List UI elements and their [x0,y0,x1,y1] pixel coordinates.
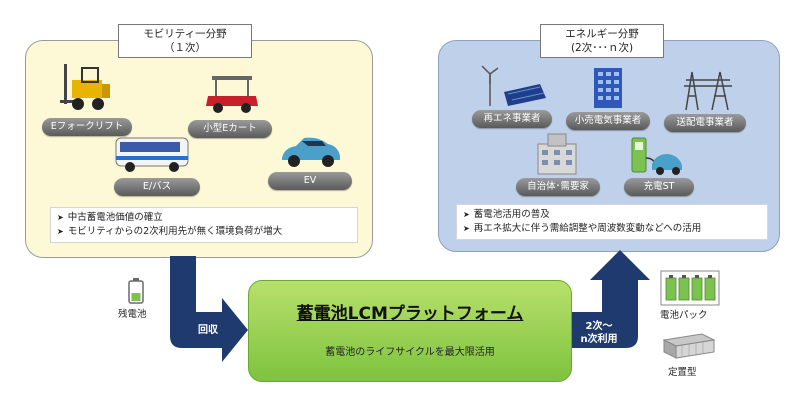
lcm-platform-box: 蓄電池LCMプラットフォーム 蓄電池のライフサイクルを最大限活用 [248,280,572,382]
item-municipality-consumer: 自治体･需要家 [516,178,600,196]
item-e-bus: E/バス [114,178,200,196]
platform-subtitle: 蓄電池のライフサイクルを最大限活用 [325,347,495,358]
energy-title-line1: エネルギー分野 [565,28,639,40]
energy-note-1: ➤蓄電池活用の普及 [463,209,550,220]
bus-icon [115,137,189,172]
item-retail-electricity: 小売電気事業者 [566,112,650,130]
mobility-notes: ➤中古蓄電池価値の確立 ➤モビリティからの2次利用先が無く環境負荷が増大 [50,207,358,243]
battery-pack-icon [660,270,720,306]
energy-note-2: ➤再エネ拡大に伴う需給調整や周波数変動などへの活用 [463,223,702,234]
reuse-label: 2次～ n次利用 [580,321,618,345]
energy-title-line2: (2次･･･ｎ次) [570,42,634,54]
stationary-label: 定置型 [668,367,697,378]
mobility-note-2: ➤モビリティからの2次利用先が無く環境負荷が増大 [57,226,283,237]
mobility-title-line2: （１次） [164,42,206,54]
forklift-icon [60,64,110,110]
item-charging-station: 充電ST [624,178,694,196]
charging-station-icon [631,137,682,175]
office-building-icon [594,68,622,108]
item-ev: EV [268,172,352,190]
arrow-bullet-icon: ➤ [463,210,470,219]
energy-title-box: エネルギー分野 (2次･･･ｎ次) [540,24,664,58]
item-e-forklift: Eフォークリフト [42,118,132,136]
wind-solar-icon [481,65,546,106]
collect-label: 回収 [198,325,218,336]
collect-arrow [170,256,248,362]
power-tower-icon [684,71,732,111]
ev-car-icon [282,137,340,167]
energy-notes: ➤蓄電池活用の普及 ➤再エネ拡大に伴う需給調整や周波数変動などへの活用 [456,204,768,240]
residual-battery-label: 残電池 [118,309,147,320]
mobility-note-1: ➤中古蓄電池価値の確立 [57,212,163,223]
arrow-bullet-icon: ➤ [57,213,64,222]
mobility-title-line1: モビリティ一分野 [143,28,227,40]
municipal-building-icon [537,133,577,175]
stationary-storage-icon [662,333,716,359]
arrow-bullet-icon: ➤ [57,227,64,236]
battery-icon [128,278,144,304]
battery-pack-label: 電池パック [660,310,708,321]
item-small-e-cart: 小型Eカート [188,120,272,138]
mobility-title-box: モビリティ一分野 （１次） [118,24,252,58]
reuse-arrow [570,250,650,348]
item-renewable-operator: 再エネ事業者 [472,110,552,128]
item-transmission-operator: 送配電事業者 [664,114,746,132]
golf-cart-icon [206,76,258,113]
arrow-bullet-icon: ➤ [463,224,470,233]
platform-title: 蓄電池LCMプラットフォーム [296,304,524,324]
